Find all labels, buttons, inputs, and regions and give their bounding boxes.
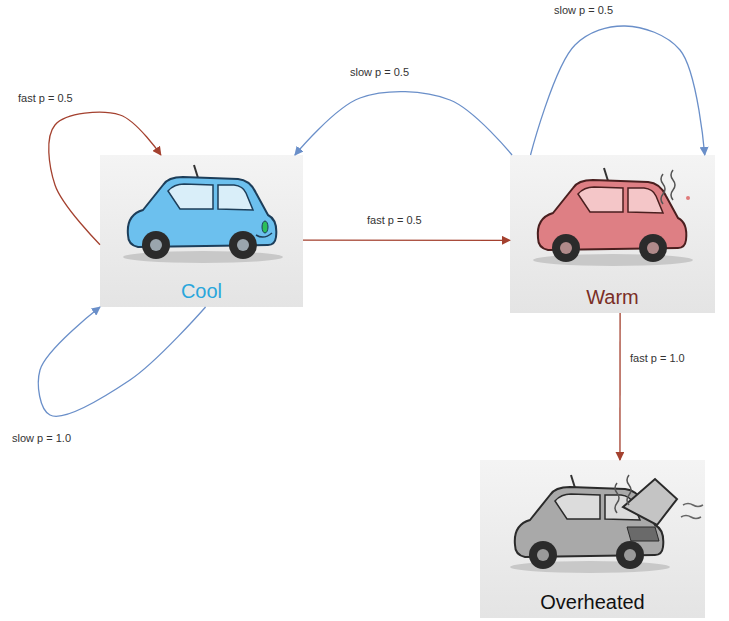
transition-arrow	[49, 112, 161, 244]
car-window	[218, 185, 253, 210]
steam	[615, 483, 619, 513]
car-window	[168, 184, 213, 209]
transition-label: slow p = 0.5	[348, 66, 411, 79]
cool-card	[100, 155, 303, 307]
car-antenna	[571, 475, 575, 488]
car-window	[628, 188, 663, 213]
transition-arrow	[295, 92, 512, 155]
steam	[627, 475, 631, 505]
steam	[683, 504, 703, 507]
transition-label: fast p = 0.5	[365, 214, 424, 227]
overheated-card	[480, 460, 705, 618]
transition-label: slow p = 0.5	[552, 4, 615, 17]
card-ground	[480, 460, 705, 618]
warm-car	[533, 168, 693, 266]
car-antenna	[194, 165, 198, 178]
overheated-car	[510, 475, 703, 573]
sweat-drop	[686, 196, 690, 200]
car-hub	[537, 549, 549, 561]
card-ground	[100, 155, 303, 307]
warm-card	[510, 155, 715, 313]
transition-arrow	[303, 239, 510, 241]
cool-car	[123, 165, 283, 263]
heat-wave	[661, 174, 665, 204]
state-name: Warm	[586, 285, 639, 309]
car-window	[555, 494, 600, 519]
car-hub	[237, 239, 249, 251]
state-box: Overheated	[480, 460, 705, 618]
transition-label: fast p = 1.0	[628, 352, 687, 365]
transition-arrow	[531, 26, 705, 155]
car-wheel	[639, 234, 667, 262]
car-hub	[647, 242, 659, 254]
state-box: Cool	[100, 155, 303, 307]
car-wheel	[142, 231, 170, 259]
transition-label: slow p = 1.0	[10, 432, 73, 445]
state-name: Overheated	[540, 590, 645, 614]
transition-arrow	[38, 307, 205, 416]
car-wheel	[552, 234, 580, 262]
car-wheel	[529, 541, 557, 569]
car-wheel	[616, 541, 644, 569]
car-antenna	[604, 168, 608, 181]
engine	[627, 527, 659, 541]
transition-label: fast p = 0.5	[16, 92, 75, 105]
car-hub	[150, 239, 162, 251]
open-hood	[623, 479, 677, 525]
car-hub	[560, 242, 572, 254]
card-ground	[510, 155, 715, 313]
state-name: Cool	[181, 279, 222, 303]
car-headlight	[262, 221, 268, 233]
car-window	[578, 187, 623, 212]
car-smile	[256, 233, 272, 237]
heat-wave	[671, 170, 675, 200]
steam	[681, 516, 701, 519]
car-hub	[624, 549, 636, 561]
transition-arrow	[619, 313, 620, 460]
car-wheel	[229, 231, 257, 259]
state-box: Warm	[510, 155, 715, 313]
